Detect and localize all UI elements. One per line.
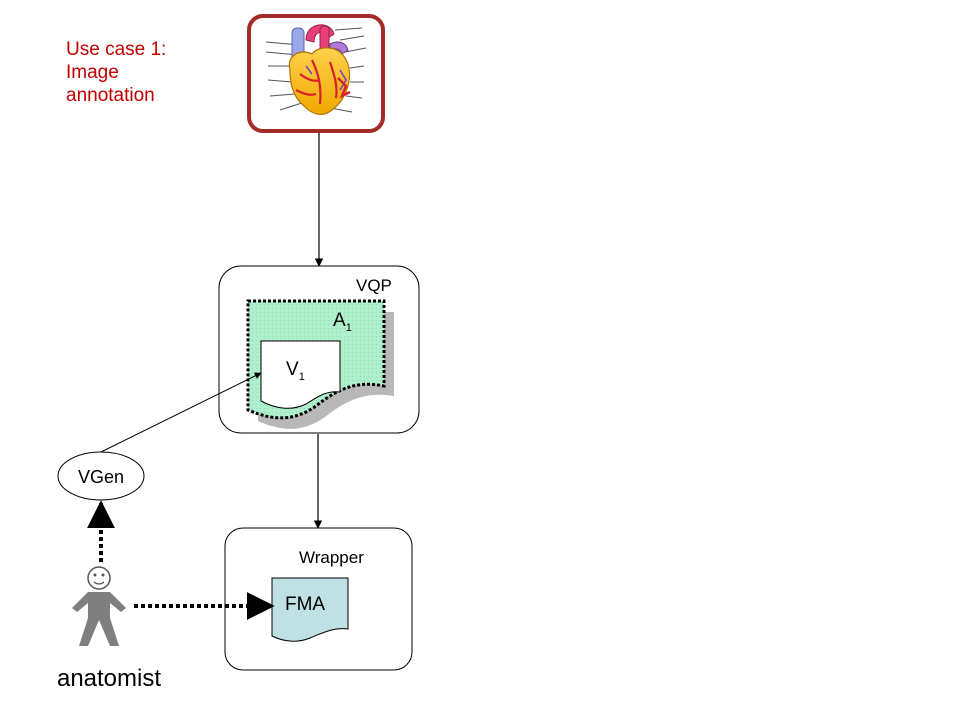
view-document-v1: V1 — [260, 340, 341, 409]
vgen-label: VGen — [78, 467, 124, 487]
wrapper-label: Wrapper — [299, 548, 364, 567]
vqp-box: VQP A1 V1 — [218, 265, 420, 434]
vgen-node: VGen — [57, 451, 145, 501]
view-label: V1 — [286, 359, 305, 383]
title-line-2: Image — [66, 62, 119, 83]
vqp-label: VQP — [356, 276, 392, 295]
fma-label: FMA — [285, 594, 325, 615]
title-line-3: annotation — [66, 85, 155, 106]
anatomist-label: anatomist — [57, 665, 161, 692]
vgen-to-view-arrow — [100, 372, 262, 453]
person-icon — [72, 566, 126, 646]
annotation-label: A1 — [333, 310, 352, 334]
use-case-title: Use case 1: Image annotation — [66, 39, 166, 106]
title-line-1: Use case 1: — [66, 39, 166, 60]
heart-image-box — [247, 14, 385, 133]
wrapper-box: Wrapper FMA — [224, 527, 413, 671]
heart-anatomy-icon — [265, 24, 367, 115]
fma-document: FMA — [271, 577, 349, 642]
